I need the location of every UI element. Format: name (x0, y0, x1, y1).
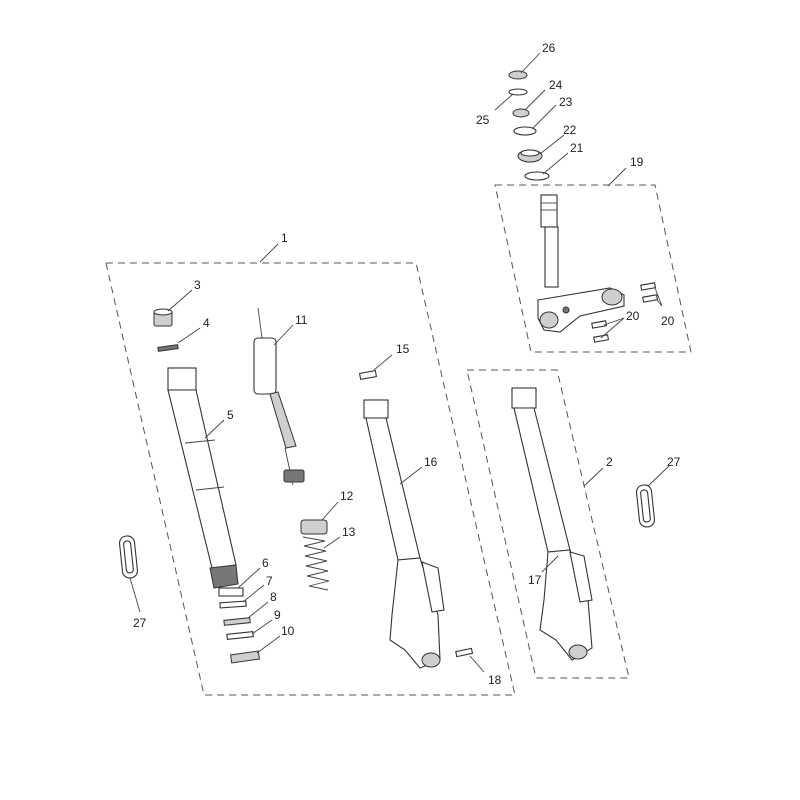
callout-11: 11 (295, 313, 308, 327)
callouts: 1 2 3 4 5 6 7 8 9 10 11 12 13 15 16 17 1… (133, 41, 681, 687)
callout-21: 21 (570, 141, 584, 155)
part-13-spring (302, 536, 330, 591)
callout-4: 4 (203, 316, 210, 330)
part-25-washer (508, 88, 528, 96)
part-20-bolts (591, 282, 659, 343)
callout-25: 25 (476, 113, 490, 127)
part-15-pin (358, 370, 378, 380)
part-24-locknut (512, 108, 530, 118)
part-8-seal (223, 617, 251, 626)
callout-8: 8 (270, 590, 277, 604)
callout-5: 5 (227, 408, 234, 422)
callout-1: 1 (281, 231, 288, 245)
callout-20-b: 20 (661, 314, 675, 328)
callout-18: 18 (488, 673, 502, 687)
callout-2: 2 (606, 455, 613, 469)
callout-27-b: 27 (667, 455, 681, 469)
part-23-washer (513, 126, 537, 136)
part-22-bearing (517, 149, 543, 163)
part-7-bushing (219, 600, 247, 609)
callout-22: 22 (563, 123, 577, 137)
assembly-box-yoke (494, 184, 692, 353)
part-9-washer (226, 631, 254, 640)
assembly-box-left-fork (105, 262, 516, 696)
callout-3: 3 (194, 278, 201, 292)
part-3-top-cap (153, 308, 173, 327)
callout-26: 26 (542, 41, 556, 55)
callout-12: 12 (340, 489, 354, 503)
part-10-dust-seal (230, 650, 260, 664)
part-16-outer-tube (363, 399, 445, 669)
assembly-box-right-fork (466, 369, 630, 679)
part-4-pin (157, 344, 179, 352)
callout-16: 16 (424, 455, 438, 469)
callout-20-a: 20 (626, 309, 640, 323)
callout-10: 10 (281, 624, 295, 638)
leader-lines (129, 52, 670, 673)
callout-19: 19 (630, 155, 644, 169)
part-2-right-fork-leg (511, 387, 593, 661)
part-11-damper-cartridge (253, 307, 305, 486)
callout-6: 6 (262, 556, 269, 570)
part-18-bolts (455, 647, 474, 658)
part-27-band-right (635, 484, 656, 528)
callout-9: 9 (274, 608, 281, 622)
callout-24: 24 (549, 78, 563, 92)
callout-7: 7 (266, 574, 273, 588)
callout-13: 13 (342, 525, 356, 539)
callout-17: 17 (528, 573, 542, 587)
callout-15: 15 (396, 342, 410, 356)
part-27-band-left (118, 535, 139, 579)
part-21-seal (524, 171, 550, 181)
part-6-bushing (218, 587, 244, 597)
part-26-nut (508, 70, 528, 80)
part-5-fork-tube (167, 367, 239, 589)
part-12-spacer (300, 519, 328, 535)
callout-27-a: 27 (133, 616, 147, 630)
part-19-lower-yoke (537, 194, 625, 333)
callout-23: 23 (559, 95, 573, 109)
